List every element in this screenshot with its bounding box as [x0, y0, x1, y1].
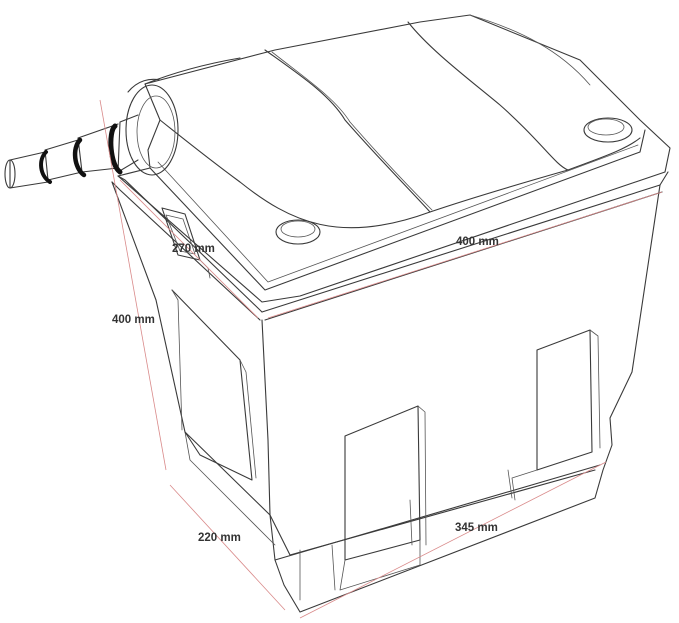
dim-line-base-length [299, 461, 607, 619]
dim-line-base-width [169, 484, 286, 611]
dim-line-lid-width [119, 179, 259, 319]
dimension-lines [99, 99, 663, 619]
front-foot-recess-left [339, 405, 427, 591]
dimension-labels: 270 mm 400 mm 400 mm 220 mm 345 mm [112, 236, 499, 544]
front-foot-recess-right [511, 329, 601, 501]
dim-label-lid-width: 270 mm [172, 243, 215, 255]
dim-label-base-width: 220 mm [198, 532, 241, 544]
hose-ring-3 [39, 150, 52, 184]
hose-connector [4, 114, 139, 189]
filter-lid [117, 14, 671, 303]
filter-body [111, 171, 669, 613]
dim-label-height: 400 mm [112, 314, 155, 326]
inlet-housing [125, 78, 179, 176]
left-foot-recess [171, 289, 257, 481]
dim-label-base-length: 345 mm [455, 522, 498, 534]
base-plinth [299, 469, 513, 601]
lid-hole-front [275, 219, 321, 245]
dim-line-height [99, 99, 167, 471]
lid-hole-back [583, 117, 633, 143]
dim-line-lid-length [267, 191, 663, 319]
hose-ring-2 [72, 137, 87, 178]
hose-ring-1 [108, 123, 123, 175]
dim-label-lid-length: 400 mm [456, 236, 499, 248]
